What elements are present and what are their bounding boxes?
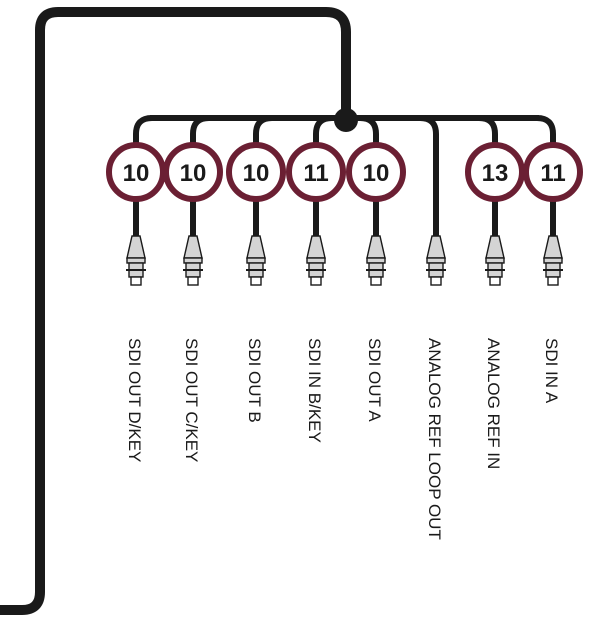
cable-number-ring	[286, 142, 346, 202]
cable-number: 10	[123, 160, 150, 187]
branch-wire	[478, 115, 498, 262]
branch-wire	[313, 115, 333, 262]
branch-wire	[190, 115, 210, 262]
cable-number: 11	[540, 160, 565, 187]
bnc-connector-icon	[426, 235, 446, 286]
bnc-connector-icon	[126, 235, 146, 286]
bnc-connector-icon	[485, 235, 505, 286]
connector-label: SDI IN A	[542, 338, 561, 404]
branch-wire	[536, 115, 556, 262]
bnc-connector-icon	[246, 235, 266, 286]
connector-label: SDI OUT D/KEY	[125, 338, 144, 462]
bnc-connector-icon	[183, 235, 203, 286]
bnc-connector-icon	[543, 235, 563, 286]
cable-number-ring	[226, 142, 286, 202]
main-cable	[0, 7, 351, 615]
cable-number-ring	[163, 142, 223, 202]
cable-number: 11	[303, 160, 328, 187]
connector-label: SDI IN B/KEY	[305, 338, 324, 443]
branch-wire	[359, 115, 379, 262]
bnc-connector-icon	[306, 235, 326, 286]
cable-number-ring	[346, 142, 406, 202]
bnc-connector-icon	[366, 235, 386, 286]
connector: ANALOG REF LOOP OUT	[425, 235, 446, 540]
connector-label: SDI OUT A	[365, 338, 384, 422]
branch-wire	[419, 115, 439, 262]
branch-wire	[133, 115, 153, 262]
connector-label: SDI OUT C/KEY	[182, 338, 201, 462]
cable-number: 10	[363, 160, 390, 187]
connector-label: ANALOG REF LOOP OUT	[425, 338, 444, 540]
branch-wire	[253, 115, 273, 262]
cable-number-ring	[465, 142, 525, 202]
connector-label: ANALOG REF IN	[484, 338, 503, 469]
cable-number: 10	[243, 160, 270, 187]
cable-number: 10	[180, 160, 207, 187]
connector-label: SDI OUT B	[245, 338, 264, 423]
breakout-lines	[133, 115, 556, 262]
cable-number: 13	[482, 160, 509, 187]
cable-number-ring	[523, 142, 583, 202]
